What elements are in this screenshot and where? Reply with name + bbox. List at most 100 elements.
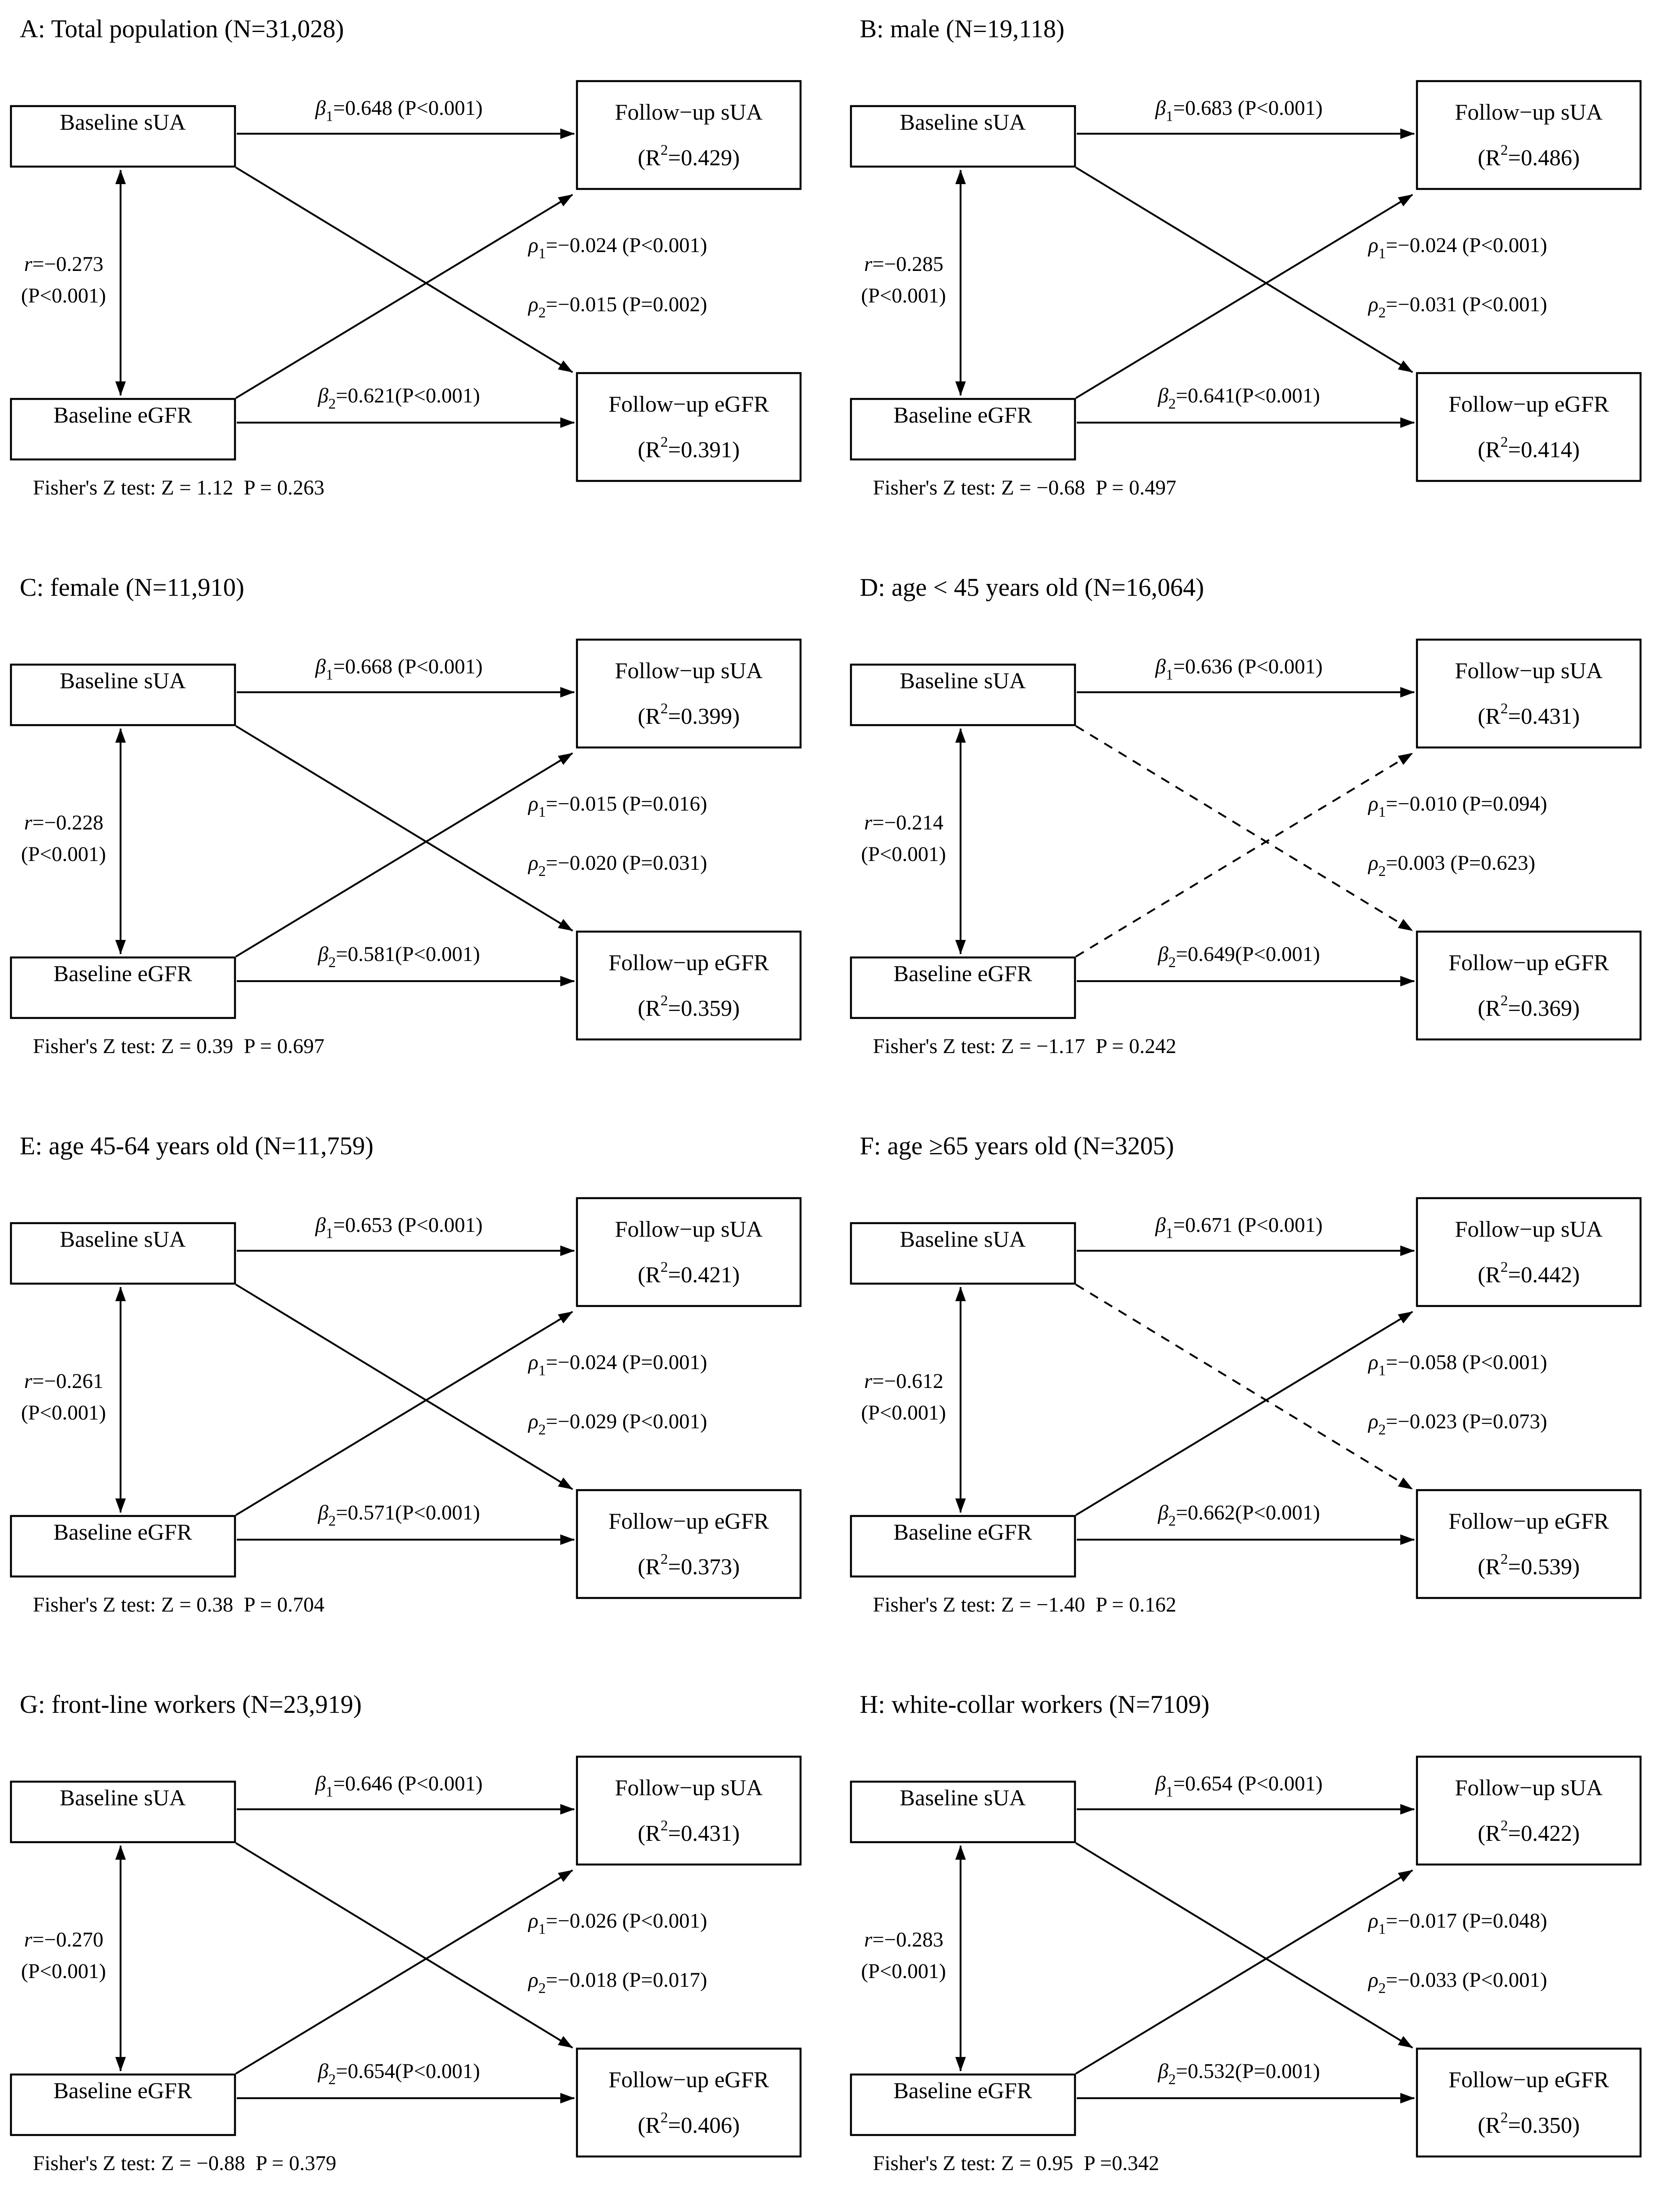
cross-arrow-sua-to-followup-egfr: [235, 167, 573, 373]
r-label-line2: (P<0.001): [21, 1401, 106, 1424]
followup-egfr-r2: (R2=0.414): [1478, 434, 1580, 463]
beta1-label: β1=0.683 (P<0.001): [1155, 96, 1323, 125]
beta2-label: β2=0.662(P<0.001): [1157, 1501, 1320, 1529]
baseline-egfr-label: Baseline eGFR: [893, 961, 1032, 986]
followup-sua-box: [576, 1197, 802, 1307]
followup-sua-label: Follow−up sUA: [1455, 1776, 1602, 1801]
followup-egfr-box: [576, 930, 802, 1041]
r-label-line2: (P<0.001): [21, 843, 106, 866]
baseline-sua-box: [850, 663, 1076, 726]
beta1-label: β1=0.671 (P<0.001): [1155, 1213, 1323, 1242]
beta1-label: β1=0.646 (P<0.001): [315, 1772, 483, 1800]
beta2-label: β2=0.532(P=0.001): [1157, 2060, 1320, 2088]
cross-arrow-egfr-to-followup-sua: [235, 1869, 573, 2075]
panel-title: H: white-collar workers (N=7109): [860, 1690, 1210, 1719]
panel-title: C: female (N=11,910): [20, 573, 244, 601]
baseline-sua-label: Baseline sUA: [900, 1786, 1026, 1811]
r-label-line1: r=−0.612: [864, 1370, 943, 1393]
baseline-sua-box: [10, 105, 236, 168]
rho2-label: ρ2=−0.029 (P<0.001): [527, 1410, 707, 1438]
r-label-line2: (P<0.001): [861, 1960, 946, 1983]
r-label-line1: r=−0.285: [864, 253, 943, 276]
followup-sua-label: Follow−up sUA: [615, 658, 762, 683]
rho1-label: ρ1=−0.024 (P<0.001): [527, 234, 707, 262]
r-label-line1: r=−0.214: [864, 811, 943, 834]
followup-sua-r2: (R2=0.442): [1478, 1259, 1580, 1288]
panel-title: E: age 45-64 years old (N=11,759): [20, 1132, 374, 1160]
followup-egfr-r2: (R2=0.406): [638, 2110, 740, 2138]
r-label-line2: (P<0.001): [861, 284, 946, 307]
baseline-egfr-box: [10, 956, 236, 1019]
baseline-sua-box: [10, 663, 236, 726]
beta1-label: β1=0.668 (P<0.001): [315, 655, 483, 683]
r-label-line2: (P<0.001): [21, 284, 106, 307]
beta1-label: β1=0.654 (P<0.001): [1155, 1772, 1323, 1800]
baseline-egfr-label: Baseline eGFR: [53, 2078, 192, 2103]
followup-egfr-box: [576, 2047, 802, 2158]
rho1-label: ρ1=−0.024 (P=0.001): [527, 1351, 707, 1379]
baseline-sua-label: Baseline sUA: [900, 1227, 1026, 1252]
baseline-sua-label: Baseline sUA: [900, 669, 1026, 694]
cross-arrow-sua-to-followup-egfr: [235, 725, 573, 932]
panel-D: D: age < 45 years old (N=16,064) Baselin…: [840, 559, 1680, 1117]
followup-egfr-box: [1416, 2047, 1642, 2158]
baseline-sua-label: Baseline sUA: [60, 1786, 186, 1811]
rho2-label: ρ2=−0.018 (P=0.017): [527, 1968, 707, 1996]
followup-egfr-box: [576, 372, 802, 482]
followup-sua-r2: (R2=0.422): [1478, 1818, 1580, 1846]
cross-arrow-egfr-to-followup-sua: [1075, 1869, 1413, 2075]
followup-sua-box: [1416, 80, 1642, 190]
baseline-sua-label: Baseline sUA: [60, 110, 186, 135]
rho2-label: ρ2=−0.020 (P=0.031): [527, 851, 707, 879]
cross-arrow-egfr-to-followup-sua: [1075, 194, 1413, 399]
panel-B: B: male (N=19,118) Baseline sUA Follow−u…: [840, 0, 1680, 559]
followup-sua-r2: (R2=0.486): [1478, 142, 1580, 171]
baseline-egfr-label: Baseline eGFR: [893, 1520, 1032, 1545]
followup-egfr-box: [1416, 372, 1642, 482]
baseline-egfr-box: [850, 2073, 1076, 2136]
cross-arrow-egfr-to-followup-sua: [235, 752, 573, 957]
r-label-line2: (P<0.001): [21, 1960, 106, 1983]
r-label-line1: r=−0.283: [864, 1928, 943, 1951]
panel-F: F: age ≥65 years old (N=3205) Baseline s…: [840, 1117, 1680, 1676]
panel-title: D: age < 45 years old (N=16,064): [860, 573, 1204, 601]
cross-arrow-egfr-to-followup-sua: [235, 194, 573, 399]
followup-egfr-box: [576, 1489, 802, 1599]
beta2-label: β2=0.654(P<0.001): [317, 2060, 480, 2088]
fisher-z-test: Fisher's Z test: Z = 0.38 P = 0.704: [33, 1593, 324, 1616]
rho2-label: ρ2=−0.023 (P=0.073): [1367, 1410, 1547, 1438]
followup-sua-label: Follow−up sUA: [1455, 1217, 1602, 1242]
fisher-z-test: Fisher's Z test: Z = 0.95 P =0.342: [873, 2152, 1159, 2175]
followup-egfr-r2: (R2=0.350): [1478, 2110, 1580, 2138]
followup-egfr-label: Follow−up eGFR: [609, 392, 769, 417]
followup-sua-r2: (R2=0.431): [638, 1818, 740, 1846]
cross-arrow-egfr-to-followup-sua: [235, 1311, 573, 1516]
cross-arrow-sua-to-followup-egfr: [235, 1842, 573, 2049]
rho2-label: ρ2=−0.033 (P<0.001): [1367, 1968, 1547, 1996]
followup-egfr-r2: (R2=0.539): [1478, 1551, 1580, 1580]
baseline-egfr-label: Baseline eGFR: [893, 2078, 1032, 2103]
baseline-egfr-box: [850, 956, 1076, 1019]
baseline-sua-box: [850, 1780, 1076, 1843]
followup-sua-label: Follow−up sUA: [615, 100, 762, 125]
cross-arrow-sua-to-followup-egfr: [235, 1284, 573, 1490]
baseline-egfr-label: Baseline eGFR: [893, 403, 1032, 428]
panel-G: G: front-line workers (N=23,919) Baselin…: [0, 1676, 840, 2192]
followup-egfr-r2: (R2=0.369): [1478, 993, 1580, 1021]
followup-egfr-label: Follow−up eGFR: [609, 1509, 769, 1534]
cross-arrow-egfr-to-followup-sua: [1075, 1311, 1413, 1516]
cross-arrow-sua-to-followup-egfr: [1075, 1284, 1413, 1490]
beta1-label: β1=0.636 (P<0.001): [1155, 655, 1323, 683]
beta2-label: β2=0.621(P<0.001): [317, 384, 480, 412]
followup-egfr-label: Follow−up eGFR: [609, 950, 769, 975]
followup-egfr-r2: (R2=0.391): [638, 434, 740, 463]
followup-egfr-label: Follow−up eGFR: [609, 2067, 769, 2092]
followup-sua-label: Follow−up sUA: [615, 1776, 762, 1801]
fisher-z-test: Fisher's Z test: Z = −0.68 P = 0.497: [873, 476, 1176, 499]
cross-arrow-egfr-to-followup-sua: [1075, 752, 1413, 957]
fisher-z-test: Fisher's Z test: Z = −1.17 P = 0.242: [873, 1035, 1176, 1058]
baseline-sua-box: [850, 105, 1076, 168]
rho2-label: ρ2=0.003 (P=0.623): [1367, 851, 1535, 879]
cross-arrow-sua-to-followup-egfr: [1075, 167, 1413, 373]
fisher-z-test: Fisher's Z test: Z = −1.40 P = 0.162: [873, 1593, 1176, 1616]
